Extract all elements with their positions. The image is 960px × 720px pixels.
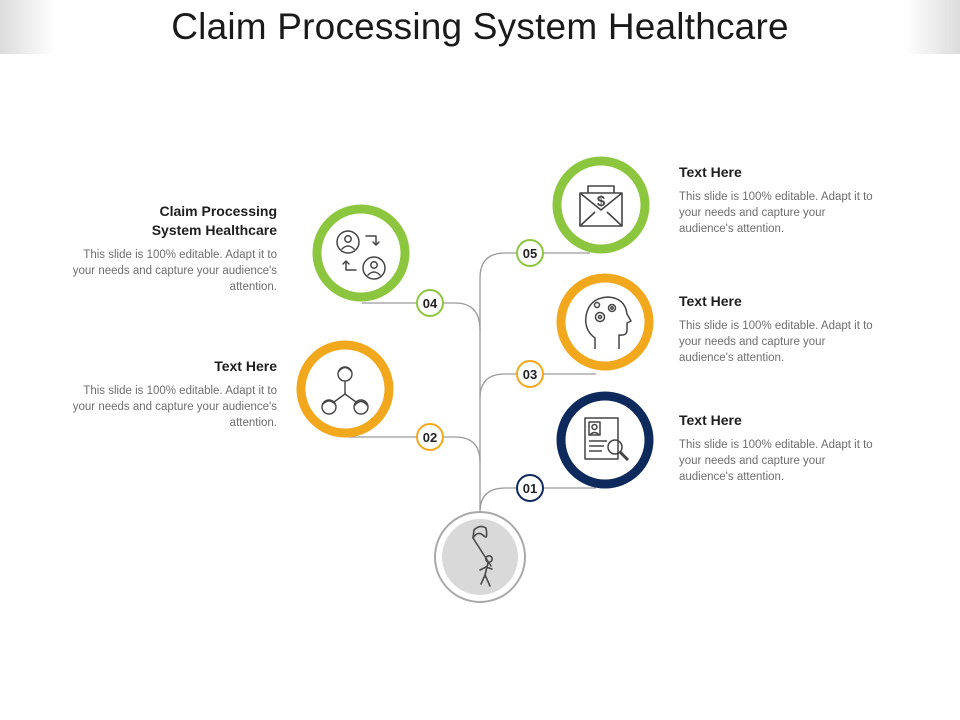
node-05: $	[552, 156, 650, 254]
text-block-01: Text Here This slide is 100% editable. A…	[679, 411, 881, 485]
text-block-04: Claim Processing System Healthcare This …	[72, 202, 277, 295]
badge-05-label: 05	[523, 246, 537, 261]
text-block-03-description: This slide is 100% editable. Adapt it to…	[679, 320, 873, 364]
trunk-line	[479, 252, 517, 510]
branch-01	[479, 487, 517, 513]
badge-02-label: 02	[423, 430, 437, 445]
head-gears-icon	[584, 296, 632, 349]
branch-03	[479, 373, 517, 399]
person-flag-icon	[472, 525, 493, 587]
number-badges: 05 04 03 02 01	[416, 239, 544, 502]
badge-02: 02	[416, 423, 444, 451]
page-title: Claim Processing System Healthcare	[171, 6, 789, 47]
branch-04	[443, 302, 481, 331]
badge-04-label: 04	[423, 296, 438, 311]
text-block-02: Text Here This slide is 100% editable. A…	[72, 357, 277, 431]
text-block-03-heading: Text Here	[679, 293, 742, 309]
branch-02	[443, 436, 481, 463]
team-network-icon	[321, 366, 369, 415]
dollar-envelope-icon	[579, 185, 623, 227]
text-block-01-heading: Text Here	[679, 412, 742, 428]
node-02	[296, 340, 394, 438]
badge-01-label: 01	[523, 481, 537, 496]
text-block-03: Text Here This slide is 100% editable. A…	[679, 292, 881, 366]
badge-03: 03	[516, 360, 544, 388]
badge-04: 04	[416, 289, 444, 317]
badge-05: 05	[516, 239, 544, 267]
resume-search-icon	[584, 417, 630, 462]
user-exchange-icon	[336, 230, 386, 280]
text-block-04-heading: Claim Processing System Healthcare	[151, 203, 277, 238]
text-block-05-heading: Text Here	[679, 164, 742, 180]
text-block-05: Text Here This slide is 100% editable. A…	[679, 163, 881, 237]
node-04	[312, 204, 410, 302]
text-block-05-description: This slide is 100% editable. Adapt it to…	[679, 191, 873, 235]
base-node	[434, 511, 526, 603]
node-01	[556, 391, 654, 489]
header-band	[0, 0, 960, 54]
node-03	[556, 273, 654, 371]
badge-03-label: 03	[523, 367, 537, 382]
text-block-02-description: This slide is 100% editable. Adapt it to…	[72, 385, 277, 429]
text-block-01-description: This slide is 100% editable. Adapt it to…	[679, 439, 873, 483]
connector-lines	[348, 252, 596, 513]
text-block-02-heading: Text Here	[214, 358, 277, 374]
badge-01: 01	[516, 474, 544, 502]
text-block-04-description: This slide is 100% editable. Adapt it to…	[72, 249, 277, 293]
svg-text:$: $	[597, 193, 606, 210]
